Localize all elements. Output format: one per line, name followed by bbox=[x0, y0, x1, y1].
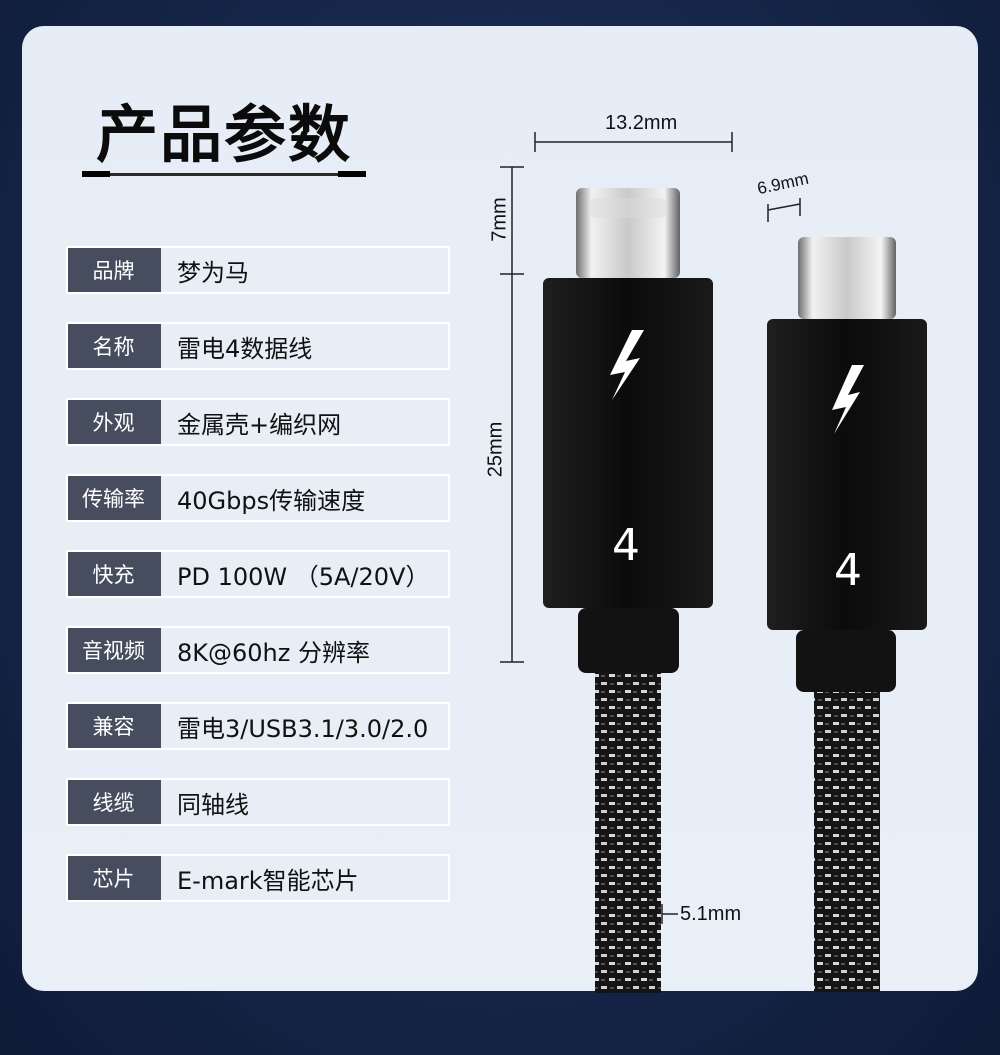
spec-key: 线缆 bbox=[66, 778, 161, 826]
spec-key-frame bbox=[66, 626, 163, 674]
spec-key-frame bbox=[66, 474, 163, 522]
title-underline-left-tick bbox=[82, 171, 110, 177]
page-title: 产品参数 bbox=[96, 98, 353, 171]
spec-key-frame bbox=[66, 322, 163, 370]
spec-value: 梦为马 bbox=[161, 246, 450, 294]
spec-value: 雷电4数据线 bbox=[161, 322, 450, 370]
dim-plug-length-label: 7mm bbox=[488, 197, 511, 242]
spec-key: 芯片 bbox=[66, 854, 161, 902]
spec-value: PD 100W （5A/20V） bbox=[161, 550, 450, 598]
spec-row: 名称雷电4数据线 bbox=[66, 322, 450, 370]
title-underline bbox=[82, 173, 366, 176]
spec-row: 外观金属壳+编织网 bbox=[66, 398, 450, 446]
spec-key: 品牌 bbox=[66, 246, 161, 294]
spec-key: 名称 bbox=[66, 322, 161, 370]
spec-key: 兼容 bbox=[66, 702, 161, 750]
dim-body-length-label: 25mm bbox=[484, 421, 507, 478]
spec-key-frame bbox=[66, 398, 163, 446]
title-underline-right-tick bbox=[338, 171, 366, 177]
spec-value: 40Gbps传输速度 bbox=[161, 474, 450, 522]
spec-value: 金属壳+编织网 bbox=[161, 398, 450, 446]
spec-key-frame bbox=[66, 702, 163, 750]
spec-key: 外观 bbox=[66, 398, 161, 446]
spec-value: E-mark智能芯片 bbox=[161, 854, 450, 902]
spec-value: 8K@60hz 分辨率 bbox=[161, 626, 450, 674]
dim-width-label: 13.2mm bbox=[605, 112, 678, 134]
spec-key-frame bbox=[66, 550, 163, 598]
spec-value: 雷电3/USB3.1/3.0/2.0 bbox=[161, 702, 450, 750]
spec-row: 兼容雷电3/USB3.1/3.0/2.0 bbox=[66, 702, 450, 750]
spec-row: 品牌梦为马 bbox=[66, 246, 450, 294]
spec-key-frame bbox=[66, 778, 163, 826]
spec-key-frame bbox=[66, 854, 163, 902]
spec-value: 同轴线 bbox=[161, 778, 450, 826]
connector-left-number: 4 bbox=[612, 520, 640, 571]
spec-key: 传输率 bbox=[66, 474, 161, 522]
spec-key: 快充 bbox=[66, 550, 161, 598]
spec-key-frame bbox=[66, 246, 163, 294]
dim-cable-diameter-label: 5.1mm bbox=[680, 903, 742, 925]
spec-row: 线缆同轴线 bbox=[66, 778, 450, 826]
connector-right-number: 4 bbox=[834, 545, 862, 596]
spec-key: 音视频 bbox=[66, 626, 161, 674]
